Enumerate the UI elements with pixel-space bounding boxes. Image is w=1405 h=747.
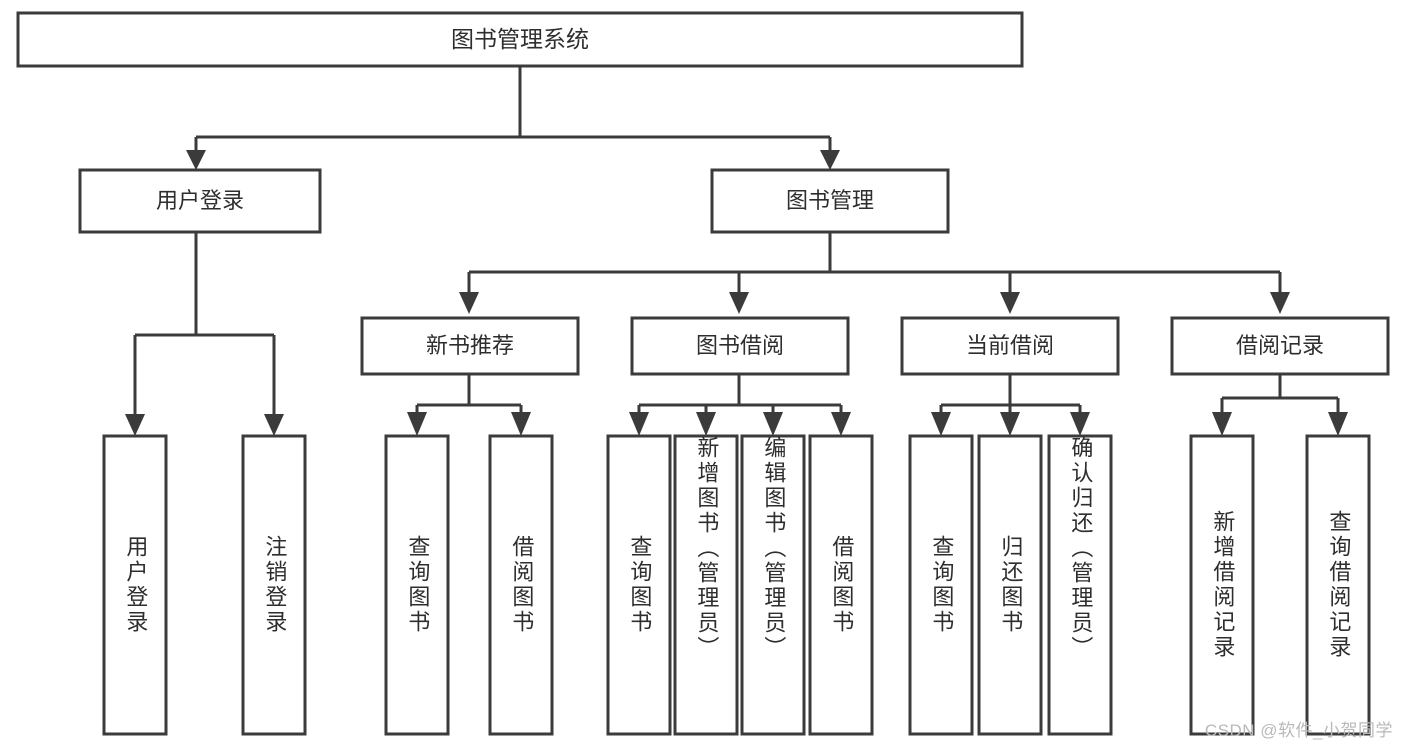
node-root-label: 图书管理系统 [451,26,589,52]
leaf-return-book-box[interactable] [977,434,1043,736]
arrow-to-borrow-record [1270,292,1290,314]
node-book-management[interactable]: 图书管理 [710,168,950,234]
node-borrow-record-box[interactable] [1170,316,1390,376]
arrow-to-leaf-add-record [1212,412,1232,436]
leaf-query-book-3-box[interactable] [908,434,974,736]
leaf-box-group [102,434,1371,736]
node-book-borrow[interactable]: 图书借阅 [630,316,850,376]
arrow-to-leaf-query-book-2 [629,412,649,436]
leaf-query-book-2-box[interactable] [606,434,672,736]
leaf-edit-book-box[interactable] [740,434,806,736]
arrow-to-leaf-query-book-1 [407,412,427,436]
node-current-borrow-box[interactable] [900,316,1120,376]
arrow-to-current-borrow [1000,292,1020,314]
arrow-root-to-book-management [820,150,840,170]
node-new-book-recommend-label: 新书推荐 [426,333,514,358]
node-user-login[interactable]: 用户登录 [78,168,322,234]
node-root[interactable]: 图书管理系统 [16,11,1024,68]
node-current-borrow-label: 当前借阅 [966,333,1054,358]
node-borrow-record-label: 借阅记录 [1236,333,1324,358]
node-user-login-box[interactable] [78,168,322,234]
node-book-management-box[interactable] [710,168,950,234]
arrow-to-leaf-add-book [696,412,716,436]
arrow-to-leaf-borrow-book-2 [831,412,851,436]
leaf-borrow-book-2-box[interactable] [808,434,874,736]
leaf-logout-box[interactable] [241,434,307,736]
node-borrow-record[interactable]: 借阅记录 [1170,316,1390,376]
csdn-watermark: CSDN @软件_小贺同学 [1204,721,1393,740]
leaf-query-record-box[interactable] [1305,434,1371,736]
arrow-to-leaf-logout [264,414,284,436]
arrow-root-to-user-login [186,150,206,170]
leaf-confirm-return-box[interactable] [1047,434,1113,736]
node-book-borrow-label: 图书借阅 [696,333,784,358]
node-new-book-recommend-box[interactable] [360,316,580,376]
leaf-borrow-book-1-box[interactable] [488,434,554,736]
node-book-management-label: 图书管理 [786,188,874,213]
leaf-add-book-box[interactable] [673,434,739,736]
node-new-book-recommend[interactable]: 新书推荐 [360,316,580,376]
leaf-query-book-1-box[interactable] [384,434,450,736]
connector-group [125,66,1348,436]
arrow-to-leaf-user-login [125,414,145,436]
arrow-to-leaf-confirm-return [1070,412,1090,436]
arrow-to-new-book-recommend [459,292,479,314]
arrow-to-leaf-edit-book [763,412,783,436]
node-user-login-label: 用户登录 [156,188,244,213]
leaf-user-login-box[interactable] [102,434,168,736]
node-root-box[interactable] [16,11,1024,68]
arrow-to-book-borrow [729,292,749,314]
node-current-borrow[interactable]: 当前借阅 [900,316,1120,376]
arrow-to-leaf-borrow-book-1 [511,412,531,436]
node-book-borrow-box[interactable] [630,316,850,376]
arrow-to-leaf-return-book [1000,412,1020,436]
leaf-add-record-box[interactable] [1189,434,1255,736]
arrow-to-leaf-query-book-3 [931,412,951,436]
arrow-to-leaf-query-record [1328,412,1348,436]
